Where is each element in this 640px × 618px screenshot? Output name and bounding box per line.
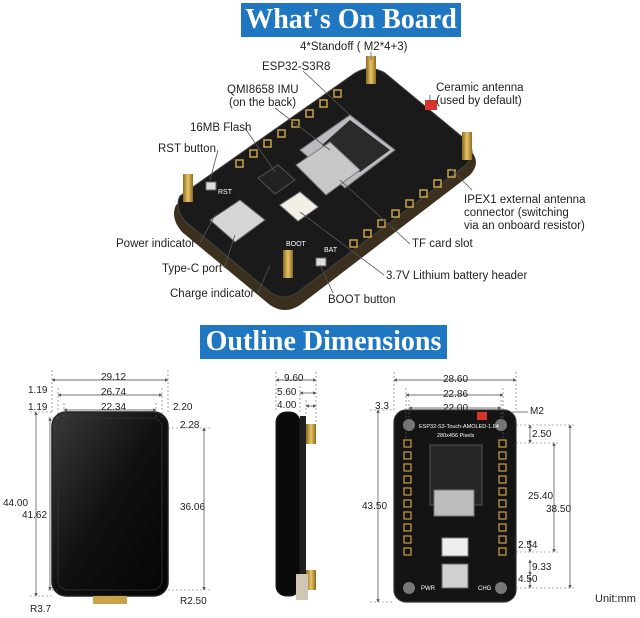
dim-front-w1: 29.12 [101, 372, 126, 383]
dim-back-h1: 43.50 [362, 501, 387, 512]
dim-front-r2: 2.28 [180, 420, 200, 431]
dim-side-d3: 4.00 [277, 400, 297, 411]
dim-front-w2: 26.74 [101, 387, 126, 398]
callout-tf: TF card slot [412, 238, 474, 250]
callout-typec: Type-C port [162, 263, 223, 275]
callout-imu-1: QMI8658 IMU [227, 84, 299, 96]
back-view: ESP32-S3-Touch-AMOLED-1.64 280x456 Pixel… [393, 409, 517, 603]
side-view [275, 411, 316, 600]
dim-back-h3: 38.50 [546, 504, 571, 515]
dim-back-l1: 3.3 [375, 401, 389, 412]
callout-ipex-3: via an onboard resistor) [464, 220, 585, 232]
dim-back-w2: 22.86 [443, 389, 468, 400]
callout-ceramic-1: Ceramic antenna [436, 82, 524, 94]
callout-power: Power indicator [116, 238, 195, 250]
silk-title-2: 280x456 Pixels [437, 433, 475, 439]
dim-side-d1: 9.60 [284, 373, 304, 384]
heading-outline-dimensions: Outline Dimensions [200, 325, 447, 359]
dim-front-w3: 22.34 [101, 402, 126, 413]
callout-charge: Charge indicator [170, 288, 255, 300]
dim-side-d2: 5.60 [277, 387, 297, 398]
callout-ceramic-2: (used by default) [436, 95, 522, 107]
callout-ipex-1: IPEX1 external antenna [464, 194, 586, 206]
silk-rst: RST [218, 189, 233, 196]
callout-boot: BOOT button [328, 294, 396, 306]
dim-front-h3: 36.06 [180, 502, 205, 513]
front-view [51, 411, 169, 604]
dim-front-h2: 41.62 [22, 510, 47, 521]
dim-back-w1: 28.60 [443, 374, 468, 385]
dim-back-w3: 22.00 [443, 403, 468, 414]
dim-front-l2: 1.19 [28, 402, 48, 413]
dim-back-h2: 25.40 [528, 491, 553, 502]
callout-imu-2: (on the back) [229, 97, 296, 109]
silk-pwr: PWR [421, 586, 436, 592]
dim-front-r1: 2.20 [173, 402, 193, 413]
dim-front-l1: 1.19 [28, 385, 48, 396]
dim-back-screw: M2 [530, 406, 544, 417]
callout-esp32: ESP32-S3R8 [262, 61, 330, 73]
board-3d-view: RST BAT BOOT [174, 56, 476, 310]
callout-ipex-2: connector (switching [464, 207, 569, 219]
callout-standoff: 4*Standoff ( M2*4+3) [300, 41, 408, 53]
dim-back-s2: 9.33 [532, 562, 552, 573]
dim-back-t1: 2.50 [532, 429, 552, 440]
silk-chg: CHG [478, 586, 492, 592]
dim-back-s1: 2.54 [518, 540, 538, 551]
dim-front-rc2: R2.50 [180, 596, 207, 607]
callout-battery: 3.7V Lithium battery header [386, 270, 527, 282]
callout-rst: RST button [158, 143, 216, 155]
unit-label: Unit:mm [595, 593, 636, 605]
dim-back-s3: 4.50 [518, 574, 538, 585]
silk-title-1: ESP32-S3-Touch-AMOLED-1.64 [419, 424, 499, 430]
silk-boot: BOOT [286, 241, 307, 248]
silk-bat: BAT [324, 247, 338, 254]
dim-front-rc1: R3.7 [30, 604, 52, 615]
heading-whats-on-board: What's On Board [241, 3, 461, 37]
callout-flash: 16MB Flash [190, 122, 251, 134]
dim-front-h1: 44.00 [3, 498, 28, 509]
